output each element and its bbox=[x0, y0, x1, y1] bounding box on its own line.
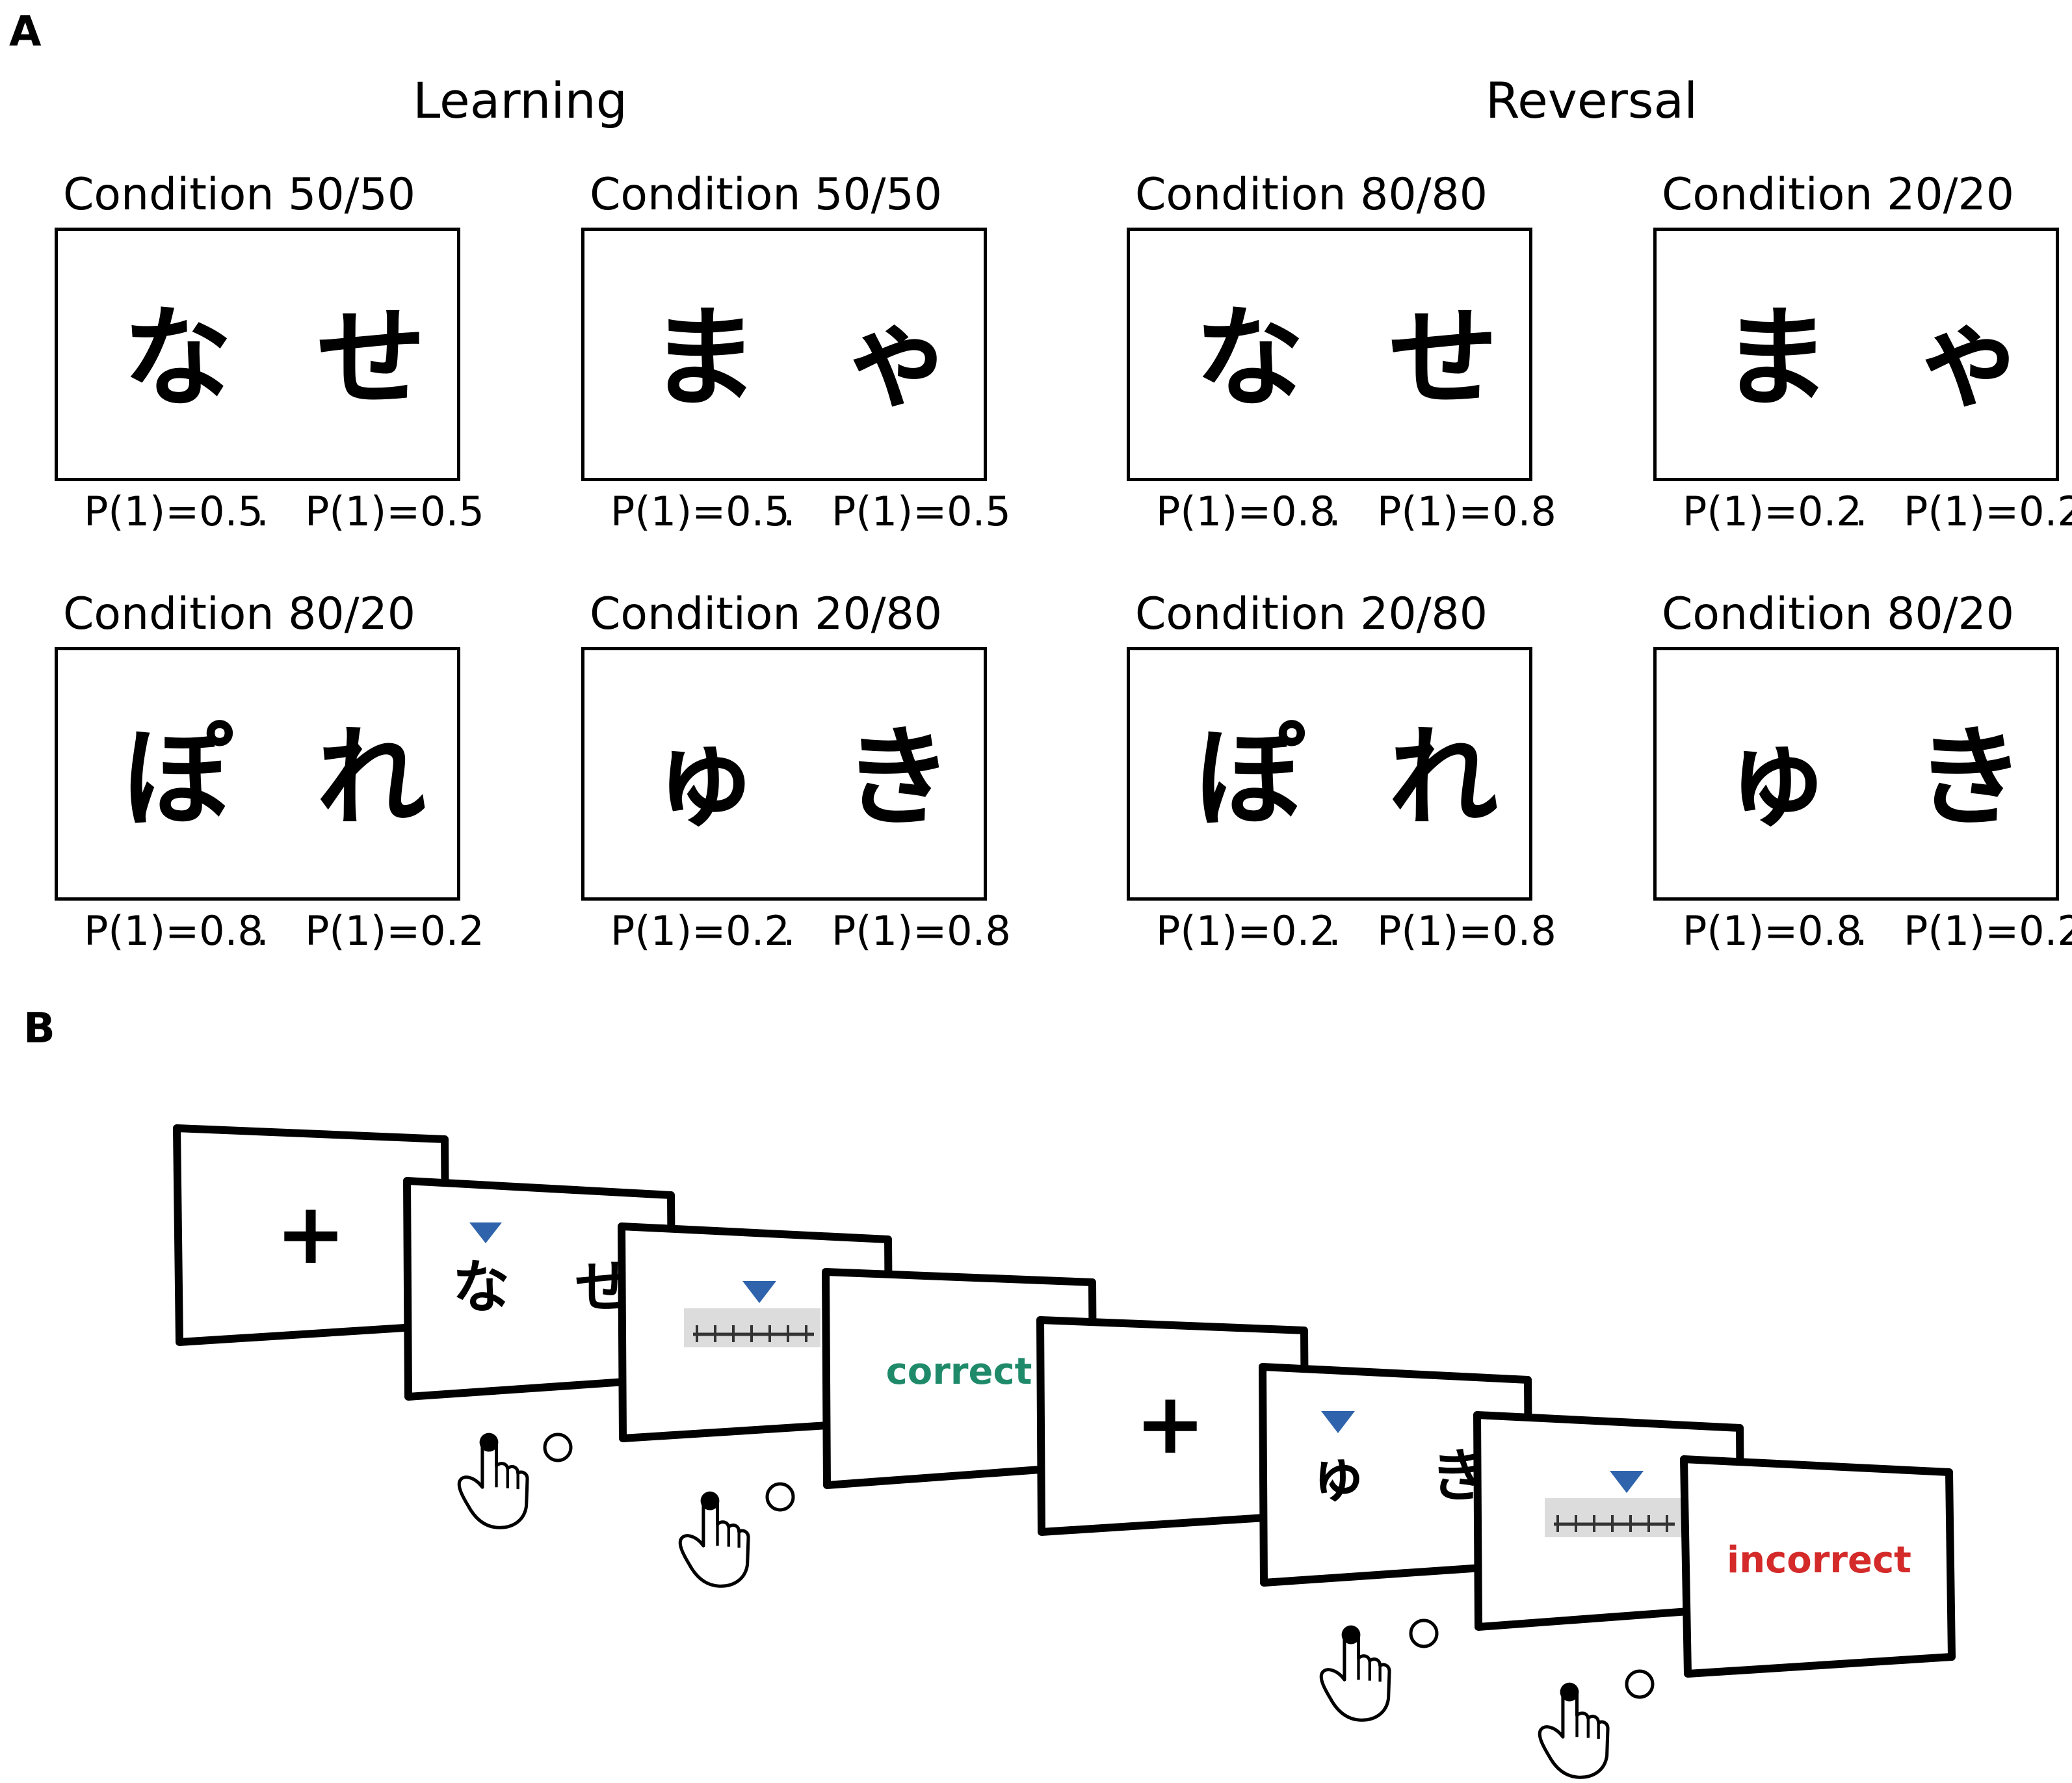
probability-separator: . bbox=[256, 907, 269, 955]
feedback-screen-correct: correct bbox=[822, 1268, 1097, 1489]
response-button-icon bbox=[543, 1433, 573, 1462]
stimulus-glyph-left: ゅ bbox=[649, 714, 759, 841]
probability-separator: . bbox=[256, 488, 269, 535]
condition-title: Condition 50/50 bbox=[62, 169, 416, 220]
choice-screen: な せ bbox=[403, 1177, 676, 1401]
selection-marker-icon bbox=[1321, 1411, 1355, 1433]
left-probability: P(1)=0.8 bbox=[1156, 488, 1335, 535]
condition-title: Condition 50/50 bbox=[589, 169, 943, 220]
stimulus-glyph-right: れ bbox=[1389, 714, 1498, 841]
left-probability: P(1)=0.2 bbox=[610, 907, 790, 955]
fixation-screen: + bbox=[1036, 1316, 1309, 1536]
left-probability: P(1)=0.2 bbox=[1683, 488, 1862, 535]
choice-screen: ゅ き bbox=[1259, 1363, 1533, 1587]
right-probability: P(1)=0.8 bbox=[1377, 907, 1556, 955]
stimulus-screen: ぽ れ bbox=[55, 647, 460, 901]
stimulus-screen: ま ゃ bbox=[581, 228, 987, 481]
probability-separator: . bbox=[783, 907, 796, 955]
left-probability: P(1)=0.8 bbox=[84, 907, 263, 955]
group-title-reversal: Reversal bbox=[1485, 72, 1698, 129]
choice-response bbox=[1321, 1618, 1439, 1721]
response-button-icon bbox=[765, 1482, 795, 1512]
group-title-learning: Learning bbox=[413, 72, 627, 129]
stimulus-glyph-left: ぽ bbox=[123, 714, 232, 841]
finger-press-icon bbox=[1321, 1626, 1389, 1721]
feedback-text-incorrect: incorrect bbox=[1727, 1539, 1911, 1581]
finger-press-icon bbox=[680, 1492, 748, 1587]
stimulus-glyph-right: き bbox=[1915, 714, 2025, 841]
feedback-screen-incorrect: incorrect bbox=[1680, 1455, 1956, 1678]
stimulus-screen: ま ゃ bbox=[1653, 228, 2059, 481]
condition-title: Condition 20/20 bbox=[1661, 169, 2015, 220]
stimulus-glyph-left: な bbox=[1195, 295, 1304, 422]
selection-marker-icon bbox=[469, 1222, 502, 1243]
stimulus-glyph-right: せ bbox=[317, 295, 426, 422]
condition-title: Condition 80/20 bbox=[62, 588, 416, 640]
finger-press-icon bbox=[459, 1433, 527, 1528]
probability-separator: . bbox=[1328, 907, 1341, 955]
stimulus-screen: な せ bbox=[55, 228, 460, 481]
stimulus-glyph-right: せ bbox=[1389, 295, 1498, 422]
trial-sequence-diagram: + な せ correct + ゅ き bbox=[173, 1124, 1956, 1783]
stimulus-glyph-left: ゅ bbox=[1722, 714, 1831, 841]
finger-press-icon bbox=[1540, 1683, 1608, 1778]
stimulus-screen: ゅ き bbox=[581, 647, 987, 901]
stimulus-glyph-right: れ bbox=[317, 714, 426, 841]
choice-response bbox=[459, 1433, 573, 1528]
rating-response bbox=[680, 1482, 795, 1587]
probability-separator: . bbox=[1328, 488, 1341, 535]
probability-separator: . bbox=[1855, 488, 1868, 535]
rating-response bbox=[1540, 1669, 1655, 1778]
choice-glyph-left: ゅ bbox=[1309, 1442, 1367, 1509]
fixation-cross: + bbox=[276, 1184, 347, 1283]
rating-scale bbox=[684, 1308, 820, 1347]
right-probability: P(1)=0.5 bbox=[832, 488, 1011, 535]
stimulus-glyph-left: ま bbox=[1722, 295, 1831, 422]
right-probability: P(1)=0.8 bbox=[832, 907, 1011, 955]
rating-scale bbox=[1545, 1498, 1681, 1537]
stimulus-screen: ゅ き bbox=[1653, 647, 2059, 901]
stimulus-glyph-right: ゃ bbox=[843, 295, 952, 422]
stimulus-glyph-left: ま bbox=[649, 295, 759, 422]
stimulus-glyph-left: な bbox=[123, 295, 232, 422]
response-button-icon bbox=[1625, 1669, 1655, 1699]
left-probability: P(1)=0.2 bbox=[1156, 907, 1335, 955]
condition-title: Condition 80/20 bbox=[1661, 588, 2015, 640]
right-probability: P(1)=0.2 bbox=[1904, 488, 2072, 535]
selection-marker-icon bbox=[1610, 1471, 1644, 1493]
stimulus-glyph-left: ぽ bbox=[1195, 714, 1304, 841]
feedback-text-correct: correct bbox=[886, 1351, 1032, 1393]
stimulus-glyph-right: ゃ bbox=[1915, 295, 2025, 422]
probability-separator: . bbox=[783, 488, 796, 535]
left-probability: P(1)=0.5 bbox=[84, 488, 263, 535]
condition-title: Condition 20/80 bbox=[589, 588, 943, 640]
condition-title: Condition 20/80 bbox=[1134, 588, 1488, 640]
probability-separator: . bbox=[1855, 907, 1868, 955]
stimulus-screen: な せ bbox=[1127, 228, 1532, 481]
right-probability: P(1)=0.8 bbox=[1377, 488, 1556, 535]
right-probability: P(1)=0.2 bbox=[305, 907, 484, 955]
condition-title: Condition 80/80 bbox=[1134, 169, 1488, 220]
panel-a-label: A bbox=[9, 8, 42, 56]
right-probability: P(1)=0.5 bbox=[305, 488, 484, 535]
choice-glyph-left: な bbox=[452, 1254, 510, 1321]
panel-b-label: B bbox=[23, 1005, 55, 1053]
response-button-icon bbox=[1409, 1618, 1439, 1648]
stimulus-glyph-right: き bbox=[843, 714, 952, 841]
stimulus-screen: ぽ れ bbox=[1127, 647, 1532, 901]
right-probability: P(1)=0.2 bbox=[1904, 907, 2072, 955]
selection-marker-icon bbox=[742, 1281, 776, 1303]
left-probability: P(1)=0.8 bbox=[1683, 907, 1862, 955]
left-probability: P(1)=0.5 bbox=[610, 488, 790, 535]
fixation-cross: + bbox=[1135, 1374, 1206, 1473]
